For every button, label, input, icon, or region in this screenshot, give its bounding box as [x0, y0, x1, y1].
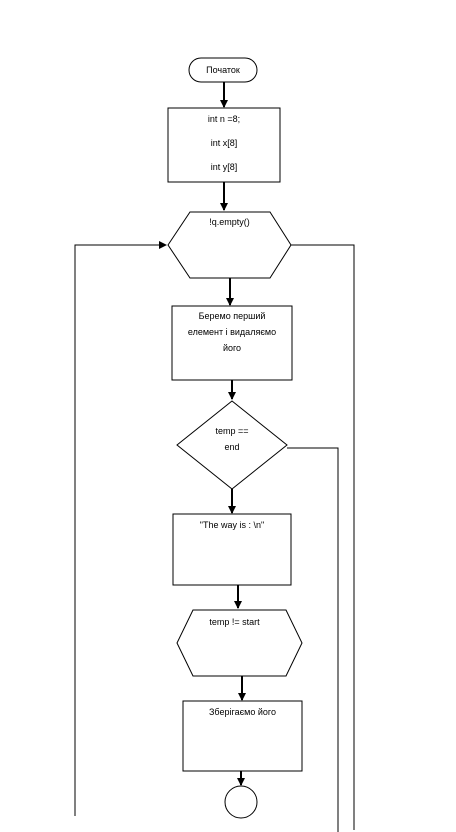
check-end-line-2: end — [224, 442, 240, 452]
loop-exit-line — [291, 244, 355, 830]
init-block — [167, 107, 281, 183]
take-first-block — [171, 305, 293, 381]
init-line-3: int y[8] — [210, 162, 238, 172]
save-step-block — [182, 700, 303, 772]
path-condition-label: temp != start — [209, 617, 260, 627]
connector-circle — [224, 785, 258, 819]
init-line-1: int n =8; — [207, 114, 241, 124]
print-way-block — [172, 513, 292, 586]
print-way-label: "The way is : \n" — [199, 520, 265, 530]
check-end-yes-line — [287, 447, 339, 832]
loop-condition-label: !q.empty() — [209, 217, 250, 227]
take-first-line-2: елемент і видаляємо — [187, 327, 277, 337]
take-first-line-3: його — [222, 343, 242, 353]
path-condition-hexagon — [176, 609, 303, 677]
check-end-line-1: temp == — [215, 426, 249, 436]
loop-back-line — [74, 241, 167, 816]
save-step-label: Зберігаємо його — [209, 707, 276, 717]
start-label: Початок — [206, 65, 240, 75]
take-first-line-1: Беремо перший — [198, 311, 266, 321]
init-line-2: int x[8] — [210, 138, 238, 148]
